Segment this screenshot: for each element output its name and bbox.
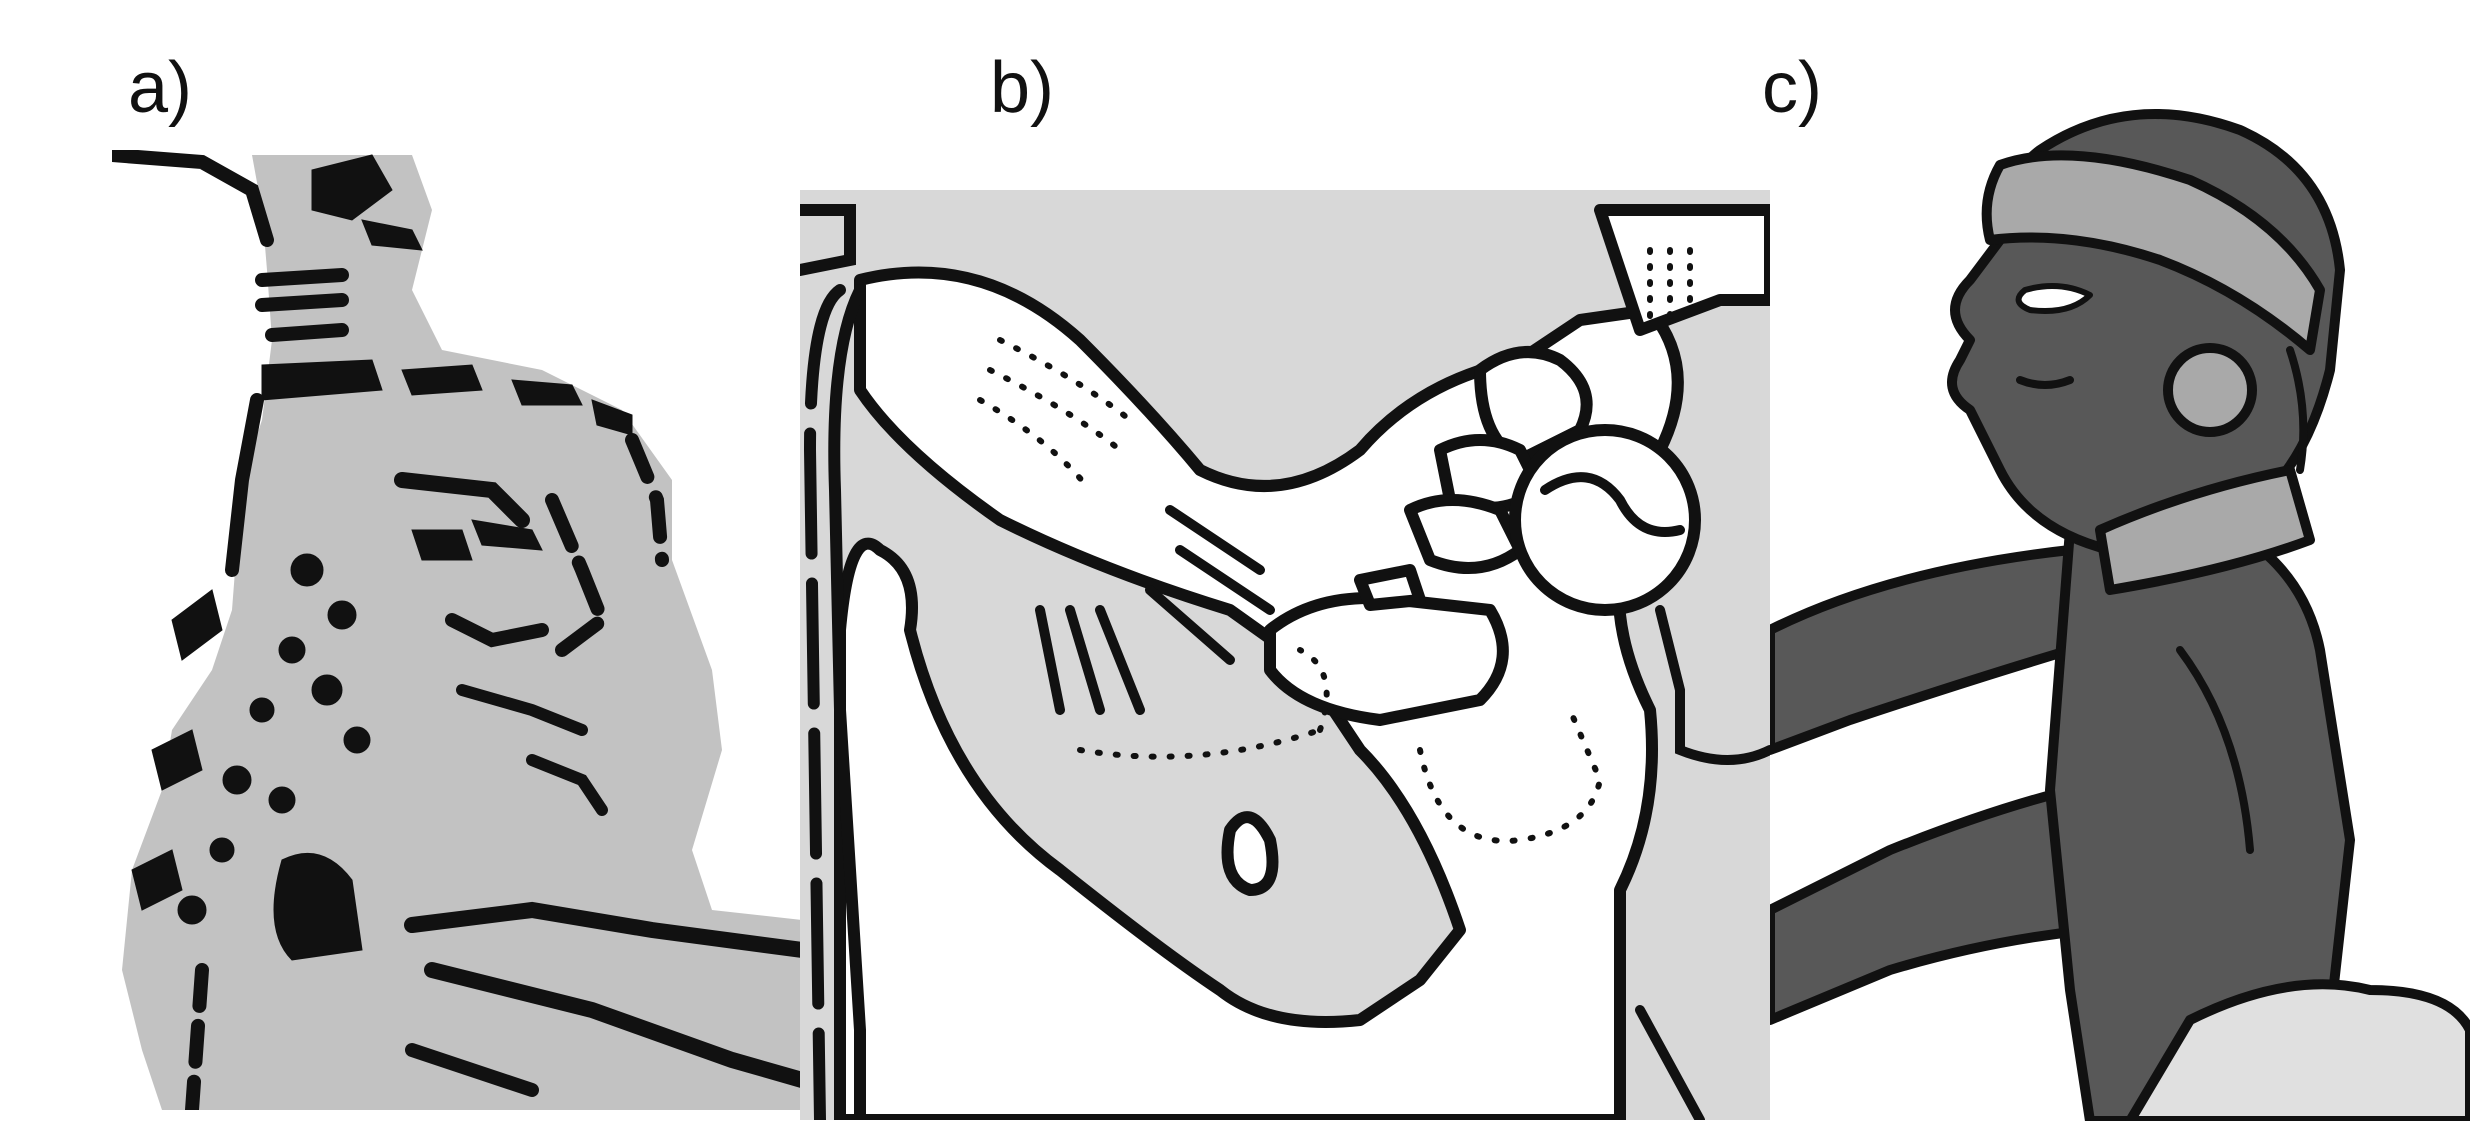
- panel-a-carving-drawing: [112, 150, 802, 1110]
- panel-b-label: b): [990, 48, 1055, 128]
- panel-a-label: a): [128, 48, 193, 128]
- panel-c-figure: [1770, 109, 2470, 1121]
- panel-b-line-drawing: [800, 190, 1770, 1120]
- panel-a-ink-marks: [112, 150, 802, 1110]
- panel-c-figure-drawing: [1770, 109, 2470, 1121]
- panel-c-details: [2016, 346, 2308, 854]
- panel-b-white-shapes: [834, 204, 1770, 1120]
- panel-b-lines: [800, 204, 1770, 1120]
- panel-c-label: c): [1762, 48, 1822, 128]
